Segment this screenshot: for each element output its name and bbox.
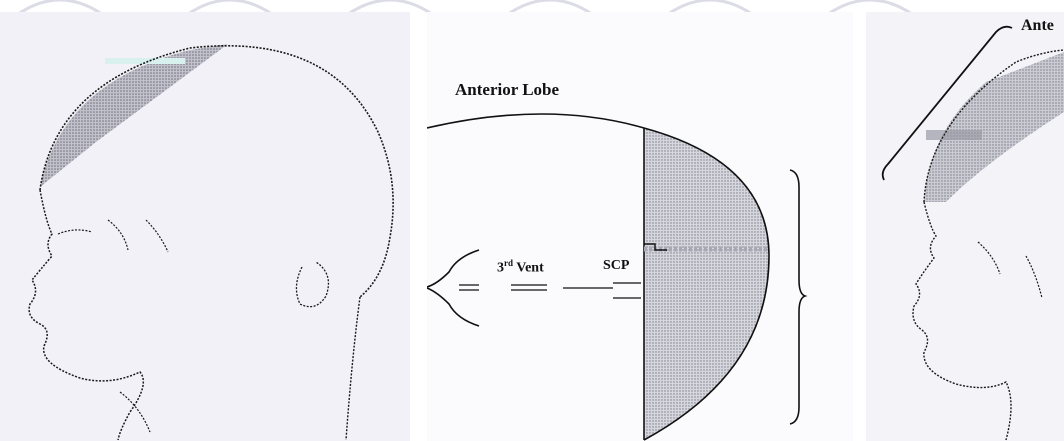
- anterior-shaded-region: [40, 44, 228, 187]
- ear-sketch: [296, 262, 328, 307]
- scp-label: SCP: [603, 258, 629, 274]
- face-profile: [29, 190, 143, 440]
- schematic-diagram-panel: Anterior Lobe 3rd Vent SCP: [427, 12, 853, 441]
- right-brace: [790, 170, 805, 424]
- head-sketch-left-panel: [0, 12, 410, 441]
- ventricle-outline: [427, 250, 479, 326]
- anterior-shaded-region-right: [924, 52, 1064, 202]
- anterior-label-cut: Ante: [1021, 17, 1054, 35]
- third-ventricle-label: 3rd Vent: [497, 258, 544, 277]
- head-sketch-right-panel: Ante: [866, 12, 1064, 441]
- face-profile-right: [913, 202, 1011, 440]
- shaded-half-disc: [644, 128, 769, 440]
- skull-outline: [40, 46, 393, 297]
- anterior-lobe-label: Anterior Lobe: [455, 80, 559, 100]
